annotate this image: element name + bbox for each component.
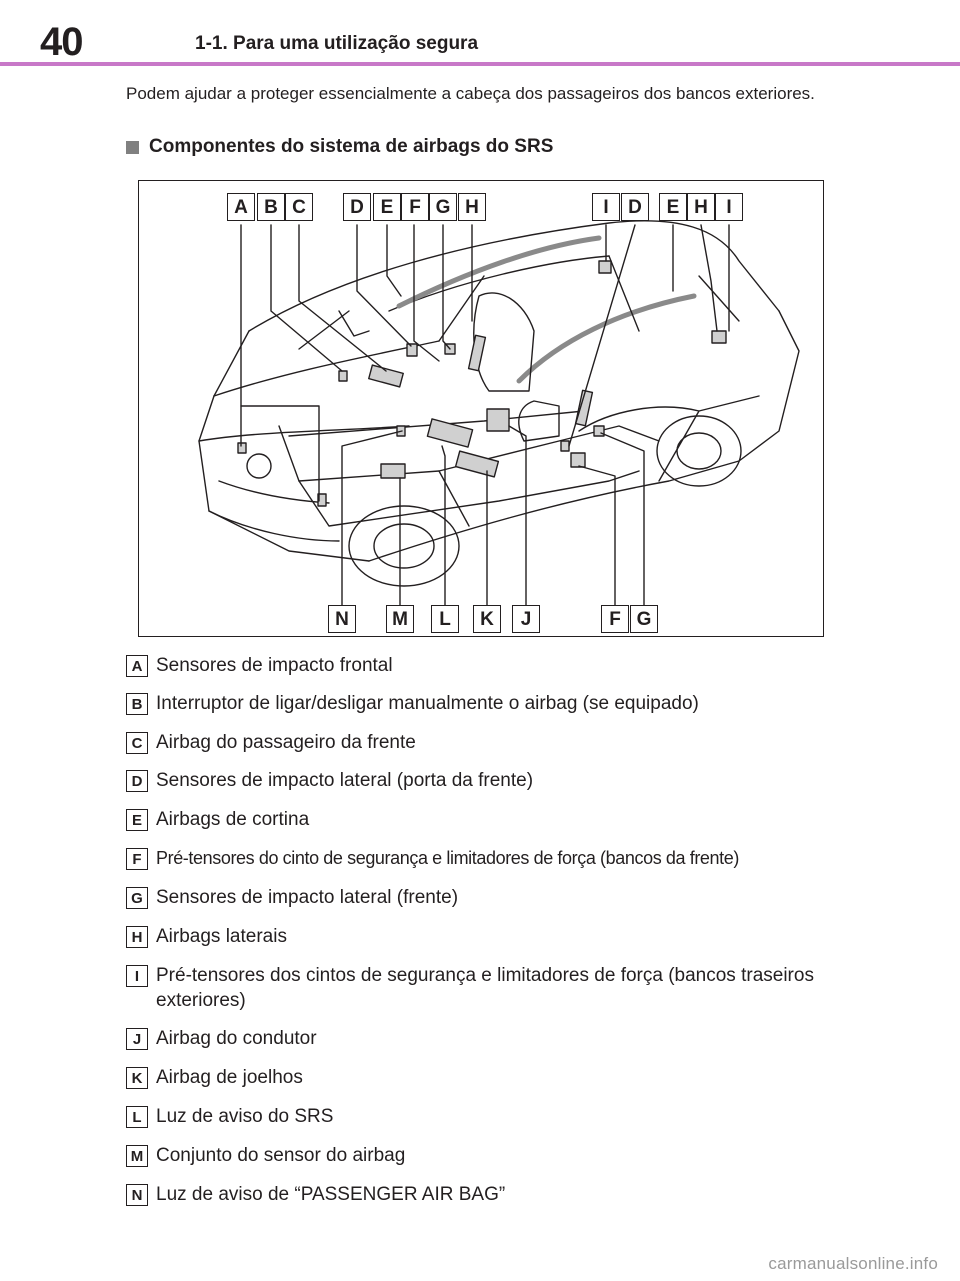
legend-key: H — [126, 926, 148, 948]
diagram-label-e: E — [373, 193, 401, 221]
diagram-label-m: M — [386, 605, 414, 633]
legend-key: I — [126, 965, 148, 987]
legend-key: C — [126, 732, 148, 754]
heading-text: Componentes do sistema de airbags do SRS — [149, 136, 554, 157]
diagram-label-a: A — [227, 193, 255, 221]
legend-item-k: K Airbag de joelhos — [126, 1065, 836, 1090]
legend-text: Airbag do passageiro da frente — [156, 732, 416, 753]
legend-item-j: J Airbag do condutor — [126, 1026, 836, 1051]
diagram-label-d: D — [621, 193, 649, 221]
legend-item-h: H Airbags laterais — [126, 924, 836, 949]
diagram-label-d: D — [343, 193, 371, 221]
legend-item-g: G Sensores de impacto lateral (frente) — [126, 885, 836, 910]
legend-item-b: B Interruptor de ligar/desligar manualme… — [126, 691, 836, 716]
watermark: carmanualsonline.info — [768, 1254, 938, 1273]
legend-item-i: I Pré-tensores dos cintos de segurança e… — [126, 963, 816, 1013]
heading-square-icon — [126, 140, 139, 154]
legend-key: M — [126, 1145, 148, 1167]
legend-key: E — [126, 809, 148, 831]
diagram-label-g: G — [630, 605, 658, 633]
legend-text: Luz de aviso do SRS — [156, 1106, 334, 1127]
legend-item-d: D Sensores de impacto lateral (porta da … — [126, 768, 836, 793]
legend-text: Sensores de impacto lateral (porta da fr… — [156, 770, 534, 791]
legend-item-f: F Pré-tensores do cinto de segurança e l… — [126, 846, 836, 871]
car-illustration — [198, 220, 800, 607]
legend-key: A — [126, 655, 148, 677]
legend-item-m: M Conjunto do sensor do airbag — [126, 1143, 836, 1168]
legend-text: Interruptor de ligar/desligar manualment… — [156, 693, 699, 714]
legend-key: J — [126, 1028, 148, 1050]
diagram-label-n: N — [328, 605, 356, 633]
diagram-label-b: B — [257, 193, 285, 221]
diagram-label-j: J — [512, 605, 540, 633]
header-divider — [0, 62, 960, 66]
diagram-label-h: H — [687, 193, 715, 221]
legend-item-l: L Luz de aviso do SRS — [126, 1104, 836, 1129]
diagram-label-g: G — [429, 193, 457, 221]
page-number: 40 — [40, 20, 83, 64]
diagram-label-h: H — [458, 193, 486, 221]
diagram-label-k: K — [473, 605, 501, 633]
diagram-label-c: C — [285, 193, 313, 221]
legend-text: Airbags laterais — [156, 926, 287, 947]
intro-paragraph: Podem ajudar a proteger essencialmente a… — [126, 84, 815, 103]
legend-key: F — [126, 848, 148, 870]
subsection-heading: Componentes do sistema de airbags do SRS — [126, 136, 553, 158]
diagram-label-f: F — [401, 193, 429, 221]
legend-text: Pré-tensores dos cintos de segurança e l… — [156, 965, 814, 1011]
legend-item-n: N Luz de aviso de “PASSENGER AIR BAG” — [126, 1182, 836, 1207]
legend-key: L — [126, 1106, 148, 1128]
legend-item-c: C Airbag do passageiro da frente — [126, 730, 836, 755]
legend-text: Sensores de impacto lateral (frente) — [156, 887, 459, 908]
legend-key: B — [126, 693, 148, 715]
diagram-label-f: F — [601, 605, 629, 633]
legend-key: N — [126, 1184, 148, 1206]
legend-text: Luz de aviso de “PASSENGER AIR BAG” — [156, 1184, 506, 1205]
diagram-label-i: I — [715, 193, 743, 221]
diagram-label-e: E — [659, 193, 687, 221]
airbag-diagram: A B C D E F G H I D E H I N M L K J F G — [138, 180, 824, 637]
section-title: 1-1. Para uma utilização segura — [195, 33, 479, 54]
legend-key: G — [126, 887, 148, 909]
legend-item-a: A Sensores de impacto frontal — [126, 653, 836, 678]
legend-text: Airbag de joelhos — [156, 1067, 303, 1088]
legend-key: K — [126, 1067, 148, 1089]
diagram-label-l: L — [431, 605, 459, 633]
legend-text: Sensores de impacto frontal — [156, 655, 393, 676]
diagram-label-i: I — [592, 193, 620, 221]
legend-key: D — [126, 770, 148, 792]
legend-text: Airbag do condutor — [156, 1028, 317, 1049]
legend-text: Airbags de cortina — [156, 809, 310, 830]
legend-text: Pré-tensores do cinto de segurança e lim… — [156, 848, 739, 868]
legend-item-e: E Airbags de cortina — [126, 807, 836, 832]
legend-text: Conjunto do sensor do airbag — [156, 1145, 406, 1166]
